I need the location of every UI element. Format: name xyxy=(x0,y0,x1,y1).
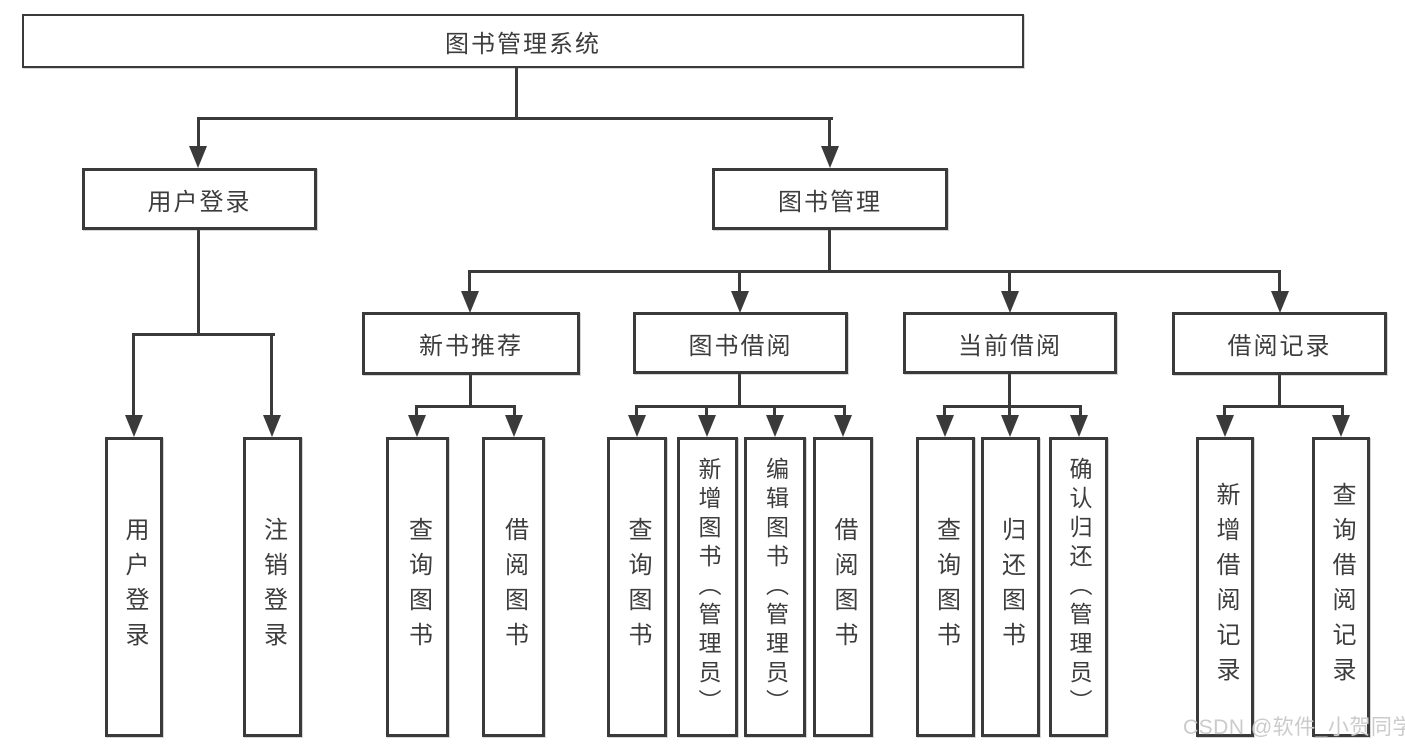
connector-line xyxy=(1278,270,1281,294)
connector-line xyxy=(197,117,833,120)
leaf-add-books-admin: 新增图书（管理员） xyxy=(677,437,738,737)
node-label: 用户登录 xyxy=(147,188,252,216)
connector-line xyxy=(132,333,135,423)
connector-line xyxy=(828,230,831,273)
connector-line xyxy=(197,230,200,336)
connector-line xyxy=(705,405,708,423)
node-book-management: 图书管理 xyxy=(712,168,948,230)
connector-line xyxy=(132,333,275,336)
connector-line xyxy=(1008,374,1011,408)
node-label: 图书管理系统 xyxy=(445,30,601,58)
connector-line xyxy=(197,117,200,151)
connector-line xyxy=(773,405,776,423)
node-borrow-record: 借阅记录 xyxy=(1172,312,1387,375)
leaf-label: 查询借阅记录 xyxy=(1328,482,1355,692)
connector-line xyxy=(635,405,846,408)
leaf-label: 确认归还（管理员） xyxy=(1066,456,1092,718)
arrowhead-down-icon xyxy=(1070,415,1088,437)
connector-line xyxy=(1008,270,1011,294)
arrowhead-down-icon xyxy=(1332,415,1350,437)
arrowhead-down-icon xyxy=(263,415,281,437)
connector-line xyxy=(469,375,472,408)
connector-line xyxy=(1223,405,1226,423)
connector-line xyxy=(943,405,1082,408)
connector-line xyxy=(1341,405,1344,423)
leaf-label: 查询图书 xyxy=(404,517,432,657)
leaf-label: 用户登录 xyxy=(121,517,148,657)
node-label: 图书管理 xyxy=(778,188,882,216)
arrowhead-down-icon xyxy=(505,415,523,437)
node-library-management-system: 图书管理系统 xyxy=(22,14,1024,68)
arrowhead-down-icon xyxy=(628,415,646,437)
arrowhead-down-icon xyxy=(1271,291,1289,313)
arrowhead-down-icon xyxy=(731,291,749,313)
connector-line xyxy=(828,117,831,151)
connector-line xyxy=(415,405,418,423)
arrowhead-down-icon xyxy=(1001,415,1019,437)
arrowhead-down-icon xyxy=(189,146,207,168)
leaf-label: 编辑图书（管理员） xyxy=(762,456,789,718)
connector-line xyxy=(1008,405,1011,423)
leaf-confirm-return-admin: 确认归还（管理员） xyxy=(1049,437,1108,737)
arrowhead-down-icon xyxy=(698,415,716,437)
node-label: 图书借阅 xyxy=(688,332,793,360)
node-new-book-recommend: 新书推荐 xyxy=(362,312,580,375)
connector-line xyxy=(468,270,1281,273)
csdn-watermark: CSDN @软件_小贺同学 xyxy=(1183,716,1405,739)
node-label: 新书推荐 xyxy=(419,333,523,360)
leaf-query-books-current: 查询图书 xyxy=(916,437,975,737)
connector-line xyxy=(635,405,638,423)
leaf-label: 查询图书 xyxy=(624,517,651,657)
leaf-label: 借阅图书 xyxy=(830,517,857,657)
connector-line xyxy=(468,270,471,294)
node-label: 借阅记录 xyxy=(1227,333,1332,360)
leaf-user-login: 用户登录 xyxy=(105,437,163,737)
leaf-add-borrow-record: 新增借阅记录 xyxy=(1196,437,1254,737)
leaf-query-borrow-record: 查询借阅记录 xyxy=(1312,437,1370,737)
connector-line xyxy=(738,374,741,408)
leaf-label: 归还图书 xyxy=(997,517,1025,657)
leaf-borrow-books-recommend: 借阅图书 xyxy=(482,437,545,737)
connector-line xyxy=(1278,375,1281,408)
leaf-label: 注销登录 xyxy=(259,517,287,657)
leaf-query-books-recommend: 查询图书 xyxy=(386,437,449,737)
connector-line xyxy=(270,333,273,423)
node-current-borrow: 当前借阅 xyxy=(903,312,1117,374)
arrowhead-down-icon xyxy=(936,415,954,437)
connector-line xyxy=(1223,405,1344,408)
leaf-logout: 注销登录 xyxy=(243,437,302,737)
connector-line xyxy=(515,68,518,119)
arrowhead-down-icon xyxy=(125,415,143,437)
node-label: 当前借阅 xyxy=(958,332,1062,360)
connector-line xyxy=(738,270,741,294)
arrowhead-down-icon xyxy=(821,146,839,168)
connector-line xyxy=(943,405,946,423)
node-user-login: 用户登录 xyxy=(82,168,317,230)
leaf-edit-books-admin: 编辑图书（管理员） xyxy=(744,437,806,737)
leaf-label: 借阅图书 xyxy=(500,517,528,657)
connector-line xyxy=(513,405,516,423)
node-book-borrow: 图书借阅 xyxy=(633,312,848,374)
leaf-return-books: 归还图书 xyxy=(981,437,1040,737)
connector-line xyxy=(1079,405,1082,423)
connector-line xyxy=(415,405,516,408)
leaf-query-books-borrow: 查询图书 xyxy=(607,437,667,737)
arrowhead-down-icon xyxy=(461,291,479,313)
arrowhead-down-icon xyxy=(766,415,784,437)
arrowhead-down-icon xyxy=(1001,291,1019,313)
arrowhead-down-icon xyxy=(834,415,852,437)
leaf-label: 新增图书（管理员） xyxy=(695,456,721,718)
leaf-borrow-books: 借阅图书 xyxy=(813,437,873,737)
arrowhead-down-icon xyxy=(1216,415,1234,437)
leaf-label: 新增借阅记录 xyxy=(1212,482,1239,692)
arrowhead-down-icon xyxy=(408,415,426,437)
connector-line xyxy=(843,405,846,423)
leaf-label: 查询图书 xyxy=(932,517,960,657)
